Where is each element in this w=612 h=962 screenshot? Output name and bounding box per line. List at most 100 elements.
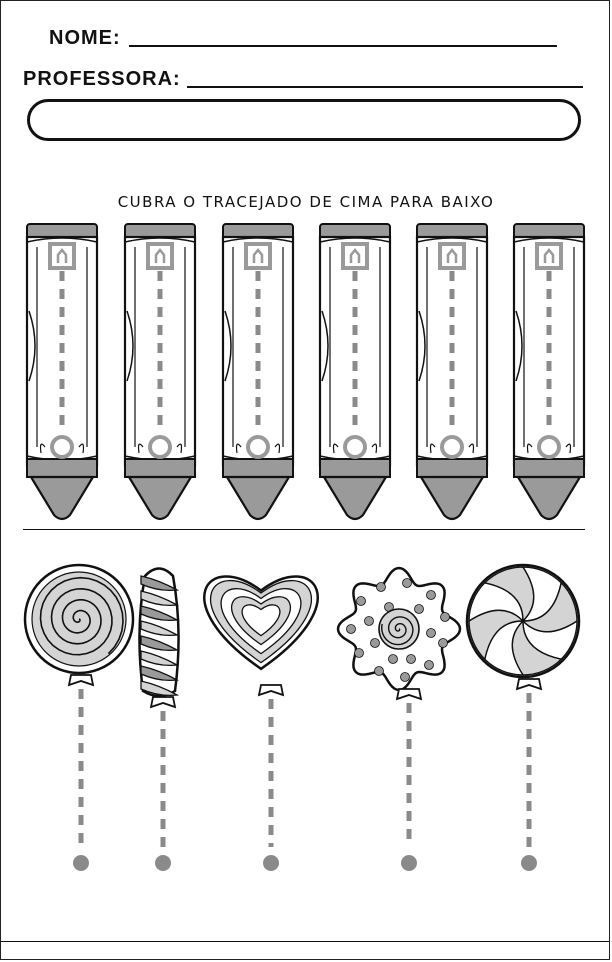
polka-dot bbox=[414, 604, 424, 614]
start-arrow bbox=[252, 247, 264, 263]
crayon-swirl bbox=[468, 443, 475, 454]
swirl-wheel-lollipop bbox=[465, 563, 581, 871]
crayon-band-top bbox=[222, 237, 294, 243]
polka-dot bbox=[370, 638, 380, 648]
polka-dot bbox=[346, 624, 356, 634]
bottom-rule bbox=[1, 941, 609, 942]
polka-dot bbox=[440, 612, 450, 622]
crayon-4 bbox=[318, 223, 392, 521]
heart-layer bbox=[241, 604, 281, 637]
crayon-swirl bbox=[176, 443, 183, 454]
crayon-label-arc bbox=[418, 310, 426, 382]
crayon-swirl bbox=[274, 443, 281, 454]
polka-dot bbox=[424, 660, 434, 670]
crayon-tip bbox=[419, 475, 485, 521]
end-circle bbox=[537, 435, 561, 459]
instruction-text: CUBRA O TRACEJADO DE CIMA PARA BAIXO bbox=[117, 193, 495, 211]
crayon-swirl bbox=[78, 443, 85, 454]
candy-twist-stripe bbox=[140, 635, 180, 652]
candy-twist-stripe bbox=[140, 605, 180, 622]
crayon-tip bbox=[127, 475, 193, 521]
name-label: NOME: bbox=[49, 27, 121, 49]
crayon-tip bbox=[322, 475, 388, 521]
start-arrow bbox=[543, 247, 555, 263]
polka-dot bbox=[354, 648, 364, 658]
crayon-label-arc bbox=[321, 310, 329, 382]
end-circle bbox=[50, 435, 74, 459]
polka-dot bbox=[438, 638, 448, 648]
section-divider bbox=[23, 529, 585, 530]
crayon-swirl bbox=[332, 443, 339, 454]
end-circle bbox=[246, 435, 270, 459]
polka-dot bbox=[402, 578, 412, 588]
candy-wrapper-tie bbox=[149, 696, 177, 709]
candy-twist-stripe bbox=[140, 650, 180, 667]
crayon-band-top bbox=[26, 237, 98, 243]
crayon-label-arc bbox=[126, 310, 134, 382]
candy-wrapper-tie bbox=[67, 674, 95, 687]
polka-dot-flower-lollipop bbox=[336, 566, 462, 871]
crayon-1 bbox=[25, 223, 99, 521]
end-circle bbox=[148, 435, 172, 459]
crayon-swirl bbox=[526, 443, 533, 454]
end-dot bbox=[155, 855, 171, 871]
crayon-swirl bbox=[371, 443, 378, 454]
candy-twist-stripe bbox=[140, 590, 180, 607]
crayon-band-top bbox=[319, 237, 391, 243]
center-spiral bbox=[380, 616, 414, 646]
start-square bbox=[438, 242, 466, 270]
swirl-segment bbox=[521, 581, 578, 633]
candy-wrapper-tie bbox=[395, 688, 423, 701]
round-spiral-lollipop bbox=[23, 563, 135, 871]
crayon-3 bbox=[221, 223, 295, 521]
crayon-label-arc bbox=[515, 310, 523, 382]
teacher-label: PROFESSORA: bbox=[23, 68, 181, 90]
start-arrow bbox=[56, 247, 68, 263]
crayon-6 bbox=[512, 223, 586, 521]
crayon-band-top bbox=[124, 237, 196, 243]
polka-dot bbox=[426, 628, 436, 638]
end-dot bbox=[73, 855, 89, 871]
end-circle bbox=[343, 435, 367, 459]
crayon-swirl bbox=[137, 443, 144, 454]
end-dot bbox=[401, 855, 417, 871]
candy-twist-stripe bbox=[140, 665, 180, 682]
polka-dot bbox=[388, 654, 398, 664]
crayon-label-arc bbox=[28, 310, 36, 382]
name-input-line[interactable] bbox=[129, 45, 557, 47]
crayon-swirl bbox=[565, 443, 572, 454]
crayon-label-arc bbox=[224, 310, 232, 382]
crayon-tip bbox=[516, 475, 582, 521]
start-arrow bbox=[446, 247, 458, 263]
polka-dot bbox=[356, 596, 366, 606]
twisted-candy bbox=[138, 567, 180, 871]
crayon-swirl bbox=[39, 443, 46, 454]
candy-twist-stripe bbox=[140, 575, 180, 592]
crayon-tip bbox=[29, 475, 95, 521]
candy-twist-stripe bbox=[140, 680, 180, 697]
crayon-band-top bbox=[416, 237, 488, 243]
candy-wrapper-tie bbox=[257, 684, 285, 697]
polka-dot bbox=[400, 672, 410, 682]
polka-dot bbox=[426, 590, 436, 600]
crayon-tip bbox=[225, 475, 291, 521]
writing-box[interactable] bbox=[27, 99, 581, 141]
polka-dot bbox=[374, 666, 384, 676]
polka-dot bbox=[376, 582, 386, 592]
start-arrow bbox=[154, 247, 166, 263]
crayon-swirl bbox=[429, 443, 436, 454]
heart-lollipop bbox=[203, 575, 319, 871]
crayon-5 bbox=[415, 223, 489, 521]
polka-dot bbox=[364, 616, 374, 626]
end-circle bbox=[440, 435, 464, 459]
candy-spiral bbox=[39, 576, 124, 656]
end-dot bbox=[521, 855, 537, 871]
candy-wrapper-tie bbox=[515, 678, 543, 691]
start-arrow bbox=[349, 247, 361, 263]
end-dot bbox=[263, 855, 279, 871]
crayon-2 bbox=[123, 223, 197, 521]
teacher-input-line[interactable] bbox=[187, 86, 583, 88]
